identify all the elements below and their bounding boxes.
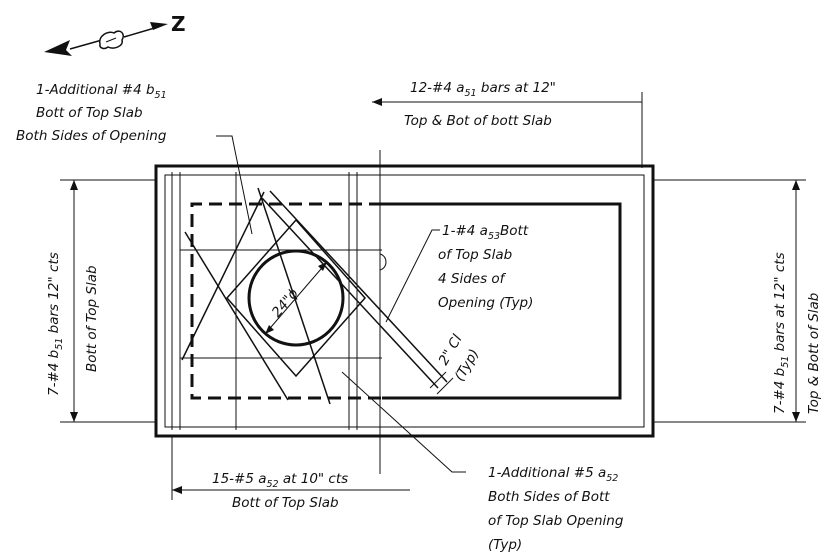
bottom-dimension — [171, 436, 410, 500]
north-label: Z — [171, 12, 186, 36]
leader-bottom-right — [341, 371, 466, 473]
note-top-left-1: 1-Additional #4 b51 — [36, 82, 167, 101]
note-bottom-right-4: (Typ) — [488, 537, 522, 553]
slab-outer-outline — [154, 164, 655, 438]
note-middle-4: Opening (Typ) — [438, 295, 533, 311]
top-right-dimension — [372, 92, 643, 168]
right-dimension — [653, 179, 806, 423]
left-dimension — [60, 179, 156, 423]
note-right-vertical-2: Top & Bott of Slab — [806, 293, 822, 414]
note-bottom-left-2: Bott of Top Slab — [232, 495, 339, 511]
leader-middle — [385, 229, 440, 323]
note-middle-2: of Top Slab — [438, 247, 512, 263]
opening-circle — [247, 249, 345, 347]
diamond-bars — [225, 218, 367, 378]
note-middle-1: 1-#4 a53Bott — [442, 223, 529, 242]
centerline-notch — [379, 253, 387, 271]
note-left-vertical-1: 7-#4 b51 bars 12" cts — [46, 252, 65, 396]
slab-inner-outline — [164, 174, 645, 428]
note-top-right-1: 12-#4 a51 bars at 12" — [410, 80, 556, 99]
vertical-bars — [171, 172, 358, 430]
note-bottom-right-3: of Top Slab Opening — [488, 513, 624, 529]
leader-top-left — [216, 135, 253, 235]
note-left-vertical-2: Bott of Top Slab — [84, 265, 100, 372]
north-arrow-icon: Z — [44, 12, 186, 56]
box-interior-outline — [382, 202, 622, 400]
note-top-left-3: Both Sides of Opening — [16, 128, 167, 144]
diagonal-bars — [181, 187, 448, 405]
note-right-vertical-1: 7-#4 b51 bars at 12" cts — [772, 252, 791, 414]
note-middle-3: 4 Sides of — [438, 271, 507, 287]
note-top-left-2: Bott of Top Slab — [36, 105, 143, 121]
note-bottom-left-1: 15-#5 a52 at 10" cts — [212, 471, 348, 490]
note-bottom-right-2: Both Sides of Bott — [488, 489, 610, 505]
note-bottom-right-1: 1-Additional #5 a52 — [488, 465, 618, 484]
opening-diameter-line — [264, 261, 328, 335]
note-top-right-2: Top & Bot of bott Slab — [404, 113, 552, 129]
dashed-outline — [190, 202, 382, 400]
